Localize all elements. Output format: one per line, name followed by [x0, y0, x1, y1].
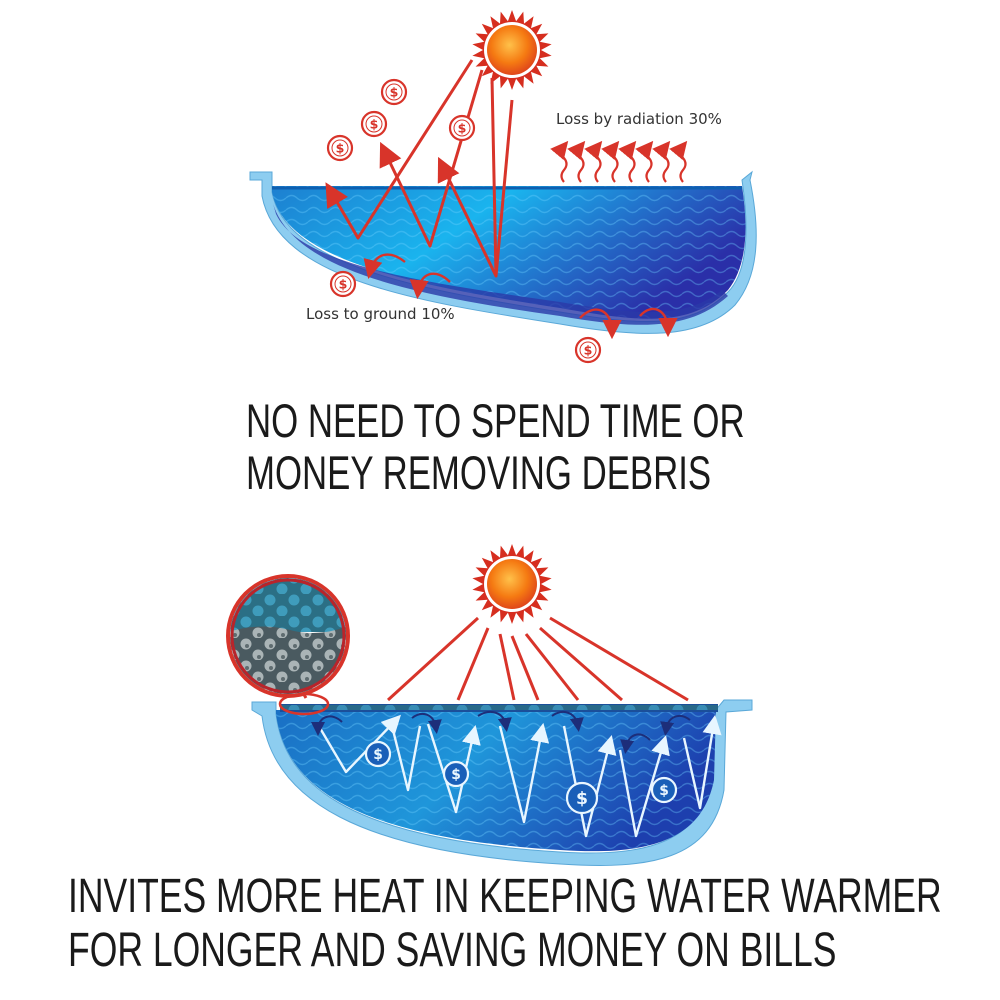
trapped-heat-rays: [318, 714, 722, 838]
svg-text:$: $: [339, 277, 348, 292]
dollar-coin-icon: $: [326, 134, 354, 162]
sun-core: [487, 559, 537, 609]
circulation-arrows: [311, 710, 691, 754]
ground-label: Loss to ground 10%: [306, 305, 455, 323]
dollar-coin-icon: $: [574, 336, 602, 364]
pool-cover-bubbles: [280, 705, 718, 710]
svg-text:$: $: [576, 789, 588, 809]
bottom-pool-ripples: [276, 710, 716, 852]
top-pool-diagram: $ $ $ $ $ $ Loss by radiation 30% Loss to gro…: [249, 10, 757, 364]
radiation-label: Loss by radiation 30%: [556, 110, 722, 128]
top-pool-ripples: [272, 186, 746, 319]
ground-loss-arrows: [363, 253, 678, 340]
magnifier-icon: [226, 574, 350, 699]
svg-text:$: $: [659, 783, 669, 799]
incoming-rays: [386, 616, 689, 702]
sun-core: [487, 25, 537, 75]
svg-text:$: $: [451, 767, 461, 783]
dollar-coin-icon: $: [442, 760, 470, 788]
bottom-pool-diagram: $ $ $ $: [226, 544, 753, 866]
bottom-headline: INVITES MORE HEAT IN KEEPING WATER WARME…: [68, 870, 942, 978]
heat-wave: [550, 140, 569, 183]
bottom-pool-rim: [251, 699, 753, 866]
bottom-headline-line-2: FOR LONGER AND SAVING MONEY ON BILLS: [68, 924, 837, 977]
bottom-headline-line-1: INVITES MORE HEAT IN KEEPING WATER WARME…: [68, 870, 942, 923]
dollar-coin-icon: $: [360, 110, 388, 138]
dollar-coin-icon: $: [364, 740, 392, 768]
heat-wave: [652, 140, 671, 183]
dollar-coin-icon: $: [380, 78, 408, 106]
heat-wave: [669, 140, 688, 183]
svg-text:$: $: [584, 343, 593, 358]
heat-wave: [584, 140, 603, 183]
heat-wave-icon: [550, 140, 688, 183]
sun-icon: [472, 10, 552, 90]
svg-text:$: $: [373, 747, 383, 763]
bottom-coins: $ $ $ $: [364, 740, 678, 815]
heat-wave: [601, 140, 620, 183]
heat-wave: [567, 140, 586, 183]
svg-text:$: $: [336, 141, 345, 156]
svg-text:$: $: [370, 117, 379, 132]
heat-wave: [635, 140, 654, 183]
top-pool-floor: [272, 200, 728, 325]
sun-icon: [472, 544, 552, 624]
svg-text:$: $: [458, 121, 467, 136]
dollar-coin-icon: $: [448, 114, 476, 142]
dollar-coin-icon: $: [650, 776, 678, 804]
top-headline-line-2: MONEY REMOVING DEBRIS: [246, 446, 712, 499]
top-headline-line-1: NO NEED TO SPEND TIME OR: [246, 394, 745, 447]
heat-wave: [618, 140, 637, 183]
top-coins: $ $ $ $ $ $: [326, 78, 602, 364]
dollar-coin-icon: $: [329, 270, 357, 298]
top-headline: NO NEED TO SPEND TIME OR MONEY REMOVING …: [246, 395, 745, 499]
dollar-coin-icon: $: [565, 781, 599, 815]
svg-text:$: $: [390, 85, 399, 100]
